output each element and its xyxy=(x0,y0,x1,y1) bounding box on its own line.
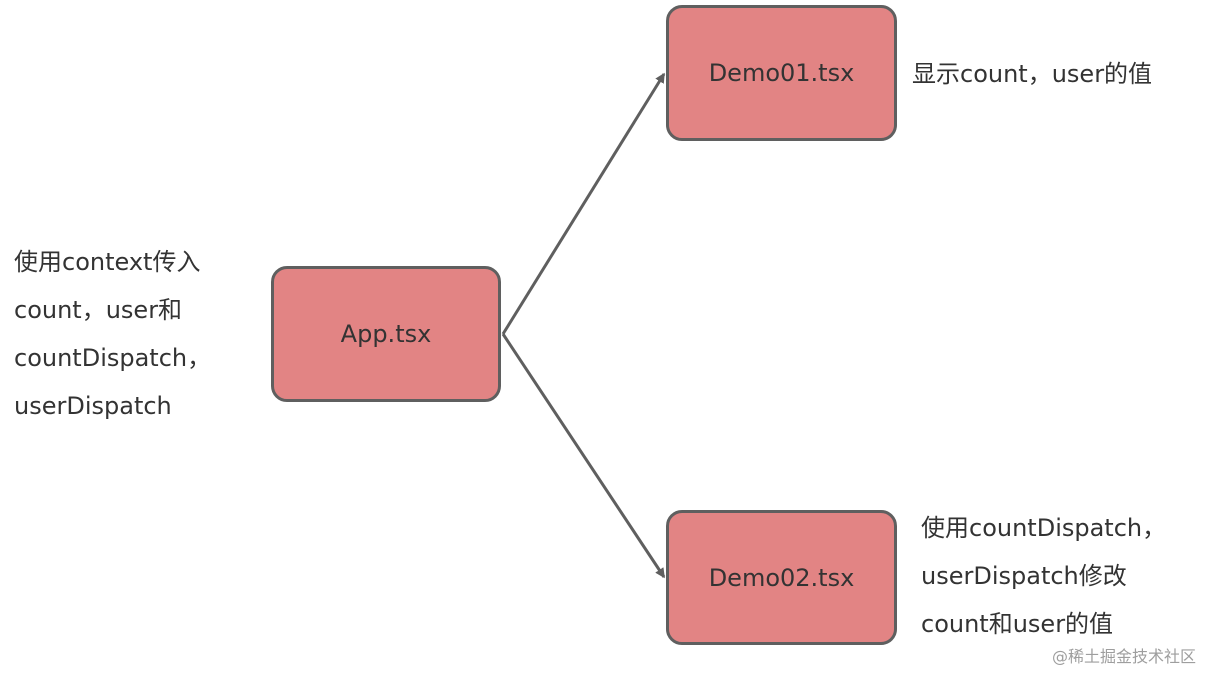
arrow-app-to-demo02 xyxy=(501,333,666,579)
demo02-note: 使用countDispatch， userDispatch修改 count和us… xyxy=(921,504,1166,648)
node-demo01-tsx: Demo01.tsx xyxy=(666,5,897,141)
demo02-note-line: 使用countDispatch， xyxy=(921,514,1167,542)
node-demo02-tsx: Demo02.tsx xyxy=(666,510,897,645)
node-demo02-tsx-label: Demo02.tsx xyxy=(708,563,855,592)
node-demo01-tsx-label: Demo01.tsx xyxy=(708,59,855,87)
demo02-note-line: userDispatch修改 xyxy=(921,562,1127,590)
app-note-line: 使用context传入 xyxy=(14,248,201,276)
node-app-tsx: App.tsx xyxy=(271,266,501,402)
arrow-app-to-demo01 xyxy=(501,72,666,335)
node-app-tsx-label: App.tsx xyxy=(340,320,432,348)
demo01-note-line: 显示count，user的值 xyxy=(912,60,1153,88)
app-note-line: countDispatch， xyxy=(14,344,212,372)
demo02-note-line: count和user的值 xyxy=(921,610,1114,638)
watermark: @稀土掘金技术社区 xyxy=(1051,647,1196,666)
app-note: 使用context传入 count，user和 countDispatch， u… xyxy=(14,238,211,430)
demo01-note: 显示count，user的值 xyxy=(912,50,1152,98)
app-note-line: count，user和 xyxy=(14,296,183,324)
app-note-line: userDispatch xyxy=(14,392,172,420)
